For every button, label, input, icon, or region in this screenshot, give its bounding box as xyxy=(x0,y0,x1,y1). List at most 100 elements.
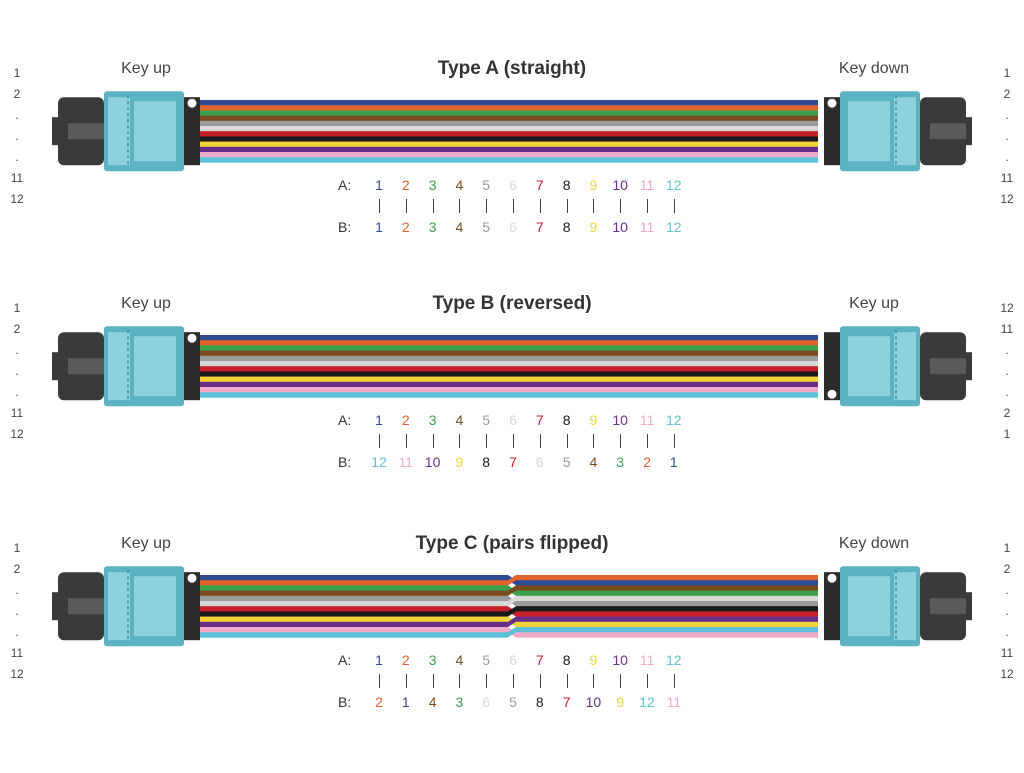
fiber-b-number: 7 xyxy=(535,219,544,235)
fiber-b-number: 12 xyxy=(666,219,682,235)
fiber-a-number: 9 xyxy=(589,652,598,668)
fiber-a-number: 1 xyxy=(375,412,383,428)
pin-number: . xyxy=(1005,385,1009,399)
cable-drawing xyxy=(52,566,972,647)
pin-number: 2 xyxy=(1003,406,1011,420)
row-a-label: A: xyxy=(338,177,352,193)
pin-number: . xyxy=(1005,604,1009,618)
fiber-b-number: 9 xyxy=(616,694,625,710)
fiber-5-left xyxy=(200,595,508,602)
fiber-a-number: 7 xyxy=(535,652,544,668)
fiber-b-number: 4 xyxy=(428,694,437,710)
pin-number: . xyxy=(1005,129,1009,143)
pin-number: 1 xyxy=(1003,66,1011,80)
fiber-link-line xyxy=(486,674,488,688)
pin-number: 2 xyxy=(13,562,21,576)
pin-number: . xyxy=(1005,364,1009,378)
fiber-link-line xyxy=(539,434,541,448)
fiber-link-line xyxy=(513,674,514,688)
fiber-link-line xyxy=(405,199,407,213)
fiber-link-line xyxy=(459,199,461,213)
fiber-11 xyxy=(200,387,818,393)
fiber-a-number: 9 xyxy=(589,177,598,193)
fiber-link-line xyxy=(620,434,622,448)
fiber-a-number: 6 xyxy=(509,652,517,668)
fiber-b-number: 4 xyxy=(589,454,598,470)
key-label-right: Key down xyxy=(838,60,910,77)
fiber-4-right xyxy=(516,585,818,591)
fiber-3-right xyxy=(516,590,818,597)
mpo-connector-left xyxy=(52,91,200,172)
fiber-link-line xyxy=(566,434,568,448)
mpo-connector-left xyxy=(52,566,200,647)
pin-number: . xyxy=(15,625,19,639)
fiber-a-number: 6 xyxy=(509,412,517,428)
fiber-b-number: 6 xyxy=(535,454,544,470)
pin-number: . xyxy=(1005,108,1009,122)
fiber-12-left xyxy=(200,632,508,638)
fiber-a-number: 11 xyxy=(639,412,655,428)
fiber-a-number: 2 xyxy=(401,652,410,668)
fiber-2-right xyxy=(516,575,818,581)
fiber-2 xyxy=(200,340,818,346)
fiber-b-number: 8 xyxy=(562,219,571,235)
fiber-a-number: 1 xyxy=(375,652,383,668)
fiber-6 xyxy=(200,361,818,367)
fiber-12 xyxy=(200,157,818,163)
fiber-link-line xyxy=(673,434,675,448)
pin-number: 11 xyxy=(1000,322,1014,336)
fiber-link-line xyxy=(647,434,648,448)
fiber-b-number: 12 xyxy=(371,454,387,470)
fiber-link-line xyxy=(379,674,380,688)
fiber-1 xyxy=(200,335,818,341)
mpo-connector-right xyxy=(824,326,972,407)
fiber-a-number: 5 xyxy=(482,412,491,428)
pin-number: . xyxy=(15,129,19,143)
fiber-7-left xyxy=(200,606,508,612)
fiber-b-number: 10 xyxy=(424,454,441,470)
fiber-a-number: 10 xyxy=(612,652,628,668)
row-a-label: A: xyxy=(338,652,352,668)
fiber-b-number: 3 xyxy=(428,219,437,235)
fiber-6-cross xyxy=(508,595,516,607)
fiber-a-number: 12 xyxy=(666,652,682,668)
pin-number: 1 xyxy=(1003,427,1011,441)
fiber-a-number: 12 xyxy=(666,177,682,193)
fiber-a-number: 4 xyxy=(455,652,464,668)
fiber-link-line xyxy=(513,434,514,448)
fiber-b-number: 1 xyxy=(669,454,678,470)
fiber-b-number: 7 xyxy=(509,454,517,470)
row-b-label: B: xyxy=(338,219,352,235)
pin-number: 1 xyxy=(13,541,21,555)
fiber-link-line xyxy=(620,199,622,213)
pin-number: 11 xyxy=(10,646,24,660)
fiber-9 xyxy=(200,376,818,383)
fiber-3-left xyxy=(200,585,508,591)
pin-number: 12 xyxy=(1000,301,1014,315)
fiber-4 xyxy=(200,350,818,357)
pin-number: 12 xyxy=(10,427,24,441)
fiber-9-right xyxy=(516,621,818,628)
fiber-link-line xyxy=(459,434,461,448)
fiber-9 xyxy=(200,141,818,148)
fiber-b-number: 5 xyxy=(482,219,491,235)
key-dot-left xyxy=(187,573,197,583)
row-b-label: B: xyxy=(338,454,352,470)
fiber-b-number: 11 xyxy=(398,454,414,470)
pin-number: . xyxy=(1005,150,1009,164)
pin-number: 1 xyxy=(1003,541,1011,555)
fiber-link-line xyxy=(405,434,407,448)
fiber-1-right xyxy=(516,580,818,586)
mpo-connector-right xyxy=(824,91,972,172)
fiber-10 xyxy=(200,146,818,153)
fiber-a-number: 2 xyxy=(401,412,410,428)
fiber-link-line xyxy=(593,434,595,448)
fiber-a-number: 2 xyxy=(401,177,410,193)
